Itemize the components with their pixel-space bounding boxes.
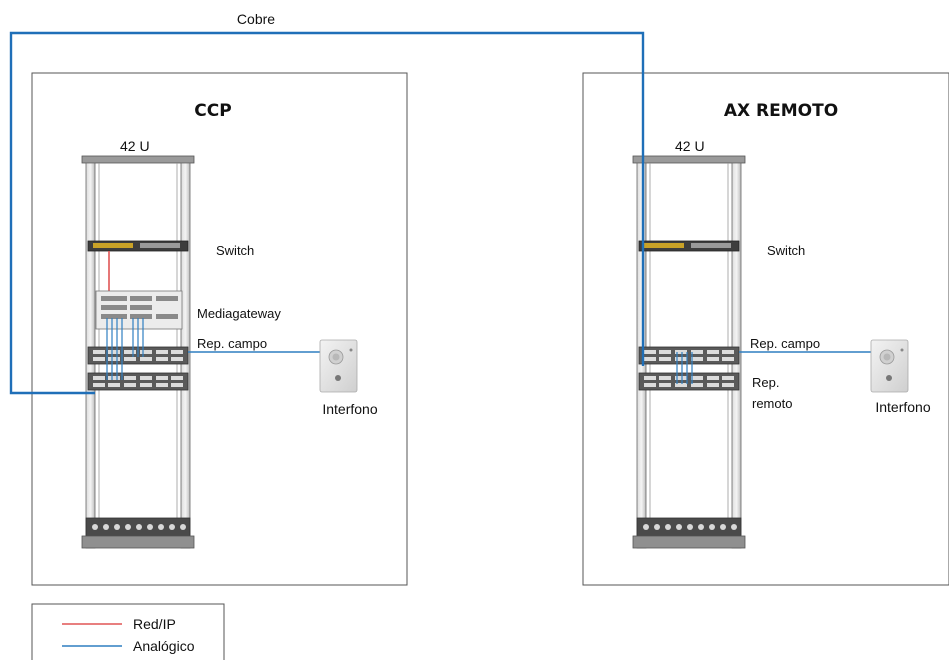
ccp-gateway-label: Mediagateway — [197, 306, 281, 321]
remote-remote-label-line1: Rep. — [752, 375, 779, 390]
legend: Red/IP Analógico — [31, 603, 225, 660]
remote-title: AX REMOTO — [724, 101, 838, 121]
ccp-rack-units: 42 U — [120, 138, 150, 154]
ccp-intercom-icon — [319, 339, 358, 393]
ccp-rack: 42 U — [81, 138, 195, 549]
legend-label-analog: Analógico — [133, 638, 195, 654]
remote-intercom-icon — [870, 339, 909, 393]
remote-patch-panel-campo — [638, 346, 740, 365]
ccp-intercom-label: Interfono — [322, 401, 377, 417]
ccp-site-box — [31, 72, 408, 586]
remote-analog-jumpers — [676, 352, 693, 384]
remote-switch — [638, 240, 740, 252]
copper-cable — [9, 31, 645, 395]
ccp-campo-label: Rep. campo — [197, 336, 267, 351]
remote-rack: 42 U — [632, 138, 746, 549]
remote-rack-units: 42 U — [675, 138, 705, 154]
ccp-analog-jumpers — [106, 318, 144, 380]
ccp-title: CCP — [194, 101, 231, 121]
legend-label-red-ip: Red/IP — [133, 616, 176, 632]
cable-label: Cobre — [237, 11, 275, 27]
remote-switch-label: Switch — [767, 243, 805, 258]
remote-site-box — [582, 72, 949, 586]
remote-remote-label-line2: remoto — [752, 396, 792, 411]
ccp-mediagateway — [95, 290, 183, 330]
remote-campo-label: Rep. campo — [750, 336, 820, 351]
ccp-switch — [87, 240, 189, 252]
legend-box — [31, 603, 225, 660]
remote-patch-panel-remote — [638, 372, 740, 391]
remote-intercom-label: Interfono — [875, 399, 930, 415]
ccp-patch-panel-remote — [87, 372, 189, 391]
ccp-switch-label: Switch — [216, 243, 254, 258]
